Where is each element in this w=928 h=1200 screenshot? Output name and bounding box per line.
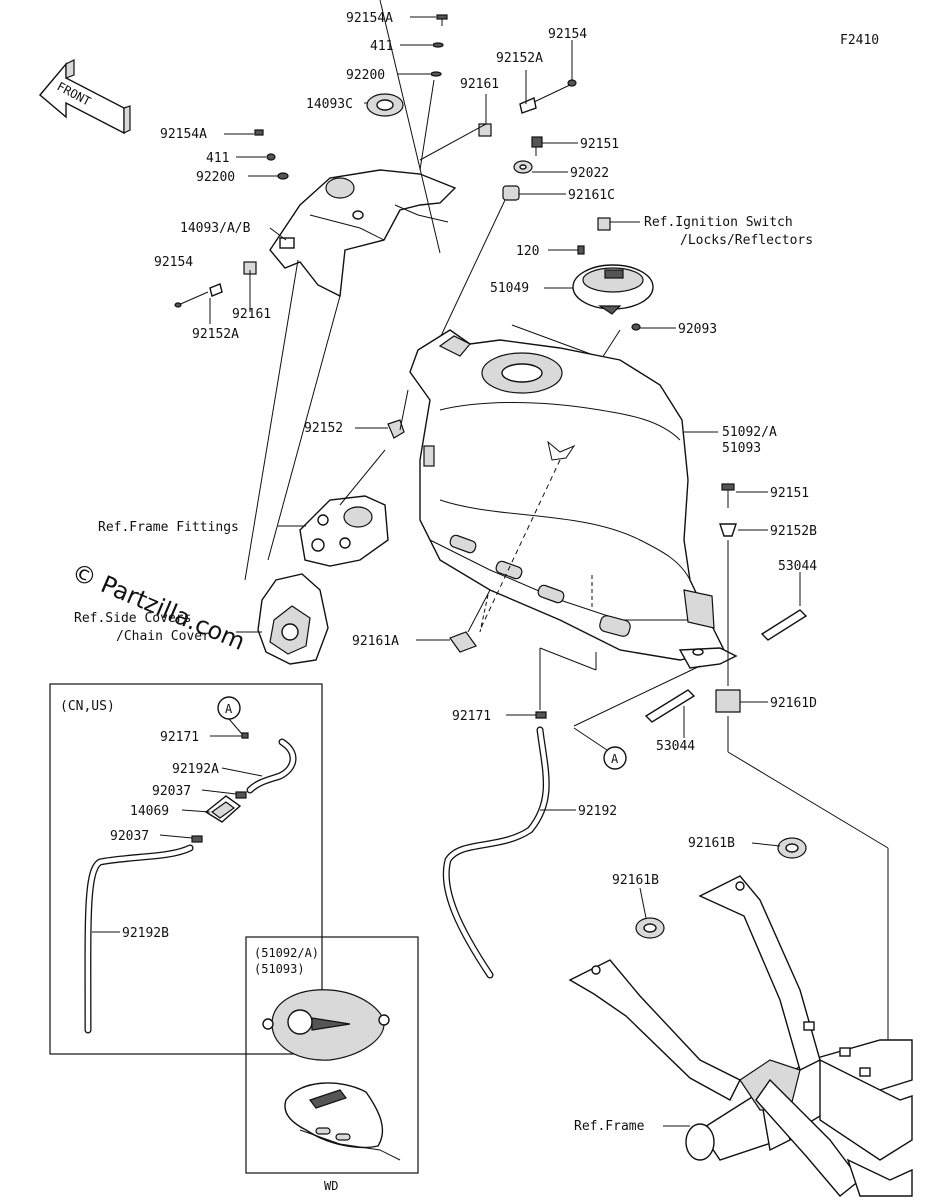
label-ref-ignition-2: /Locks/Reflectors [680, 233, 813, 248]
label-inset-92192A: 92192A [172, 762, 219, 777]
inset-tank-variants: (51092/A) (51093) WD [245, 936, 419, 1193]
figure-code: F2410 [840, 33, 879, 48]
label-92200-top: 92200 [346, 68, 385, 83]
label-92151-top: 92151 [580, 137, 619, 152]
inset-tank-line2: (51093) [254, 962, 305, 976]
label-92161D: 92161D [770, 696, 817, 711]
label-92093: 92093 [678, 322, 717, 337]
label-92171-main: 92171 [452, 709, 491, 724]
side-cover-bracket [236, 573, 329, 665]
label-120: 120 [516, 244, 539, 259]
label-92152A-top: 92152A [496, 51, 543, 66]
motorcycle-frame [568, 837, 913, 1197]
label-92161B-left: 92161B [612, 873, 659, 888]
label-14093AB: 14093/A/B [180, 221, 251, 236]
label-92161B-right: 92161B [688, 836, 735, 851]
label-inset-92192B: 92192B [122, 926, 169, 941]
inset-tank-line1: (51092/A) [254, 946, 319, 960]
label-51049: 51049 [490, 281, 529, 296]
tank-cover-assembly [174, 14, 611, 308]
inset-tank-frame [245, 936, 419, 1174]
label-92161A: 92161A [352, 634, 399, 649]
label-53044-right: 53044 [778, 559, 817, 574]
label-ref-side-covers-2: /Chain Cover [116, 629, 210, 644]
inset-tank-footer: WD [324, 1179, 338, 1193]
inset-cn-us: (CN,US) A [49, 683, 323, 1055]
label-411-top: 411 [370, 39, 393, 54]
frame-fittings-bracket [278, 449, 389, 567]
label-92200-left: 92200 [196, 170, 235, 185]
label-92192: 92192 [578, 804, 617, 819]
label-92154A-left: 92154A [160, 127, 207, 142]
inset-cn-us-title: (CN,US) [60, 699, 115, 714]
label-92151-right: 92151 [770, 486, 809, 501]
bolt-92152 [355, 389, 409, 439]
callout-a-main: A [573, 665, 701, 770]
label-92154A-top: 92154A [346, 11, 393, 26]
label-inset-92171: 92171 [160, 730, 199, 745]
label-inset-14069: 14069 [130, 804, 169, 819]
label-51093: 51093 [722, 441, 761, 456]
label-92022: 92022 [570, 166, 609, 181]
label-92154-left: 92154 [154, 255, 193, 270]
label-92161-top: 92161 [460, 77, 499, 92]
label-ref-frame-fittings: Ref.Frame Fittings [98, 520, 239, 535]
label-92161C: 92161C [568, 188, 615, 203]
svg-text:A: A [611, 752, 619, 766]
label-92154-top: 92154 [548, 27, 587, 42]
label-ref-ignition-1: Ref.Ignition Switch [644, 215, 793, 230]
label-ref-side-covers-1: Ref.Side Covers [74, 611, 191, 626]
label-51092A: 51092/A [722, 425, 777, 440]
drain-hose-92192 [442, 647, 597, 979]
inset-callout-a: A [225, 702, 233, 716]
front-arrow-icon: FRONT [39, 59, 131, 135]
label-14093C: 14093C [306, 97, 353, 112]
label-92152A-left: 92152A [192, 327, 239, 342]
fuel-tank [409, 329, 738, 669]
label-411-left: 411 [206, 151, 229, 166]
label-inset-92037-bottom: 92037 [110, 829, 149, 844]
label-92161-left: 92161 [232, 307, 271, 322]
right-hardware [644, 431, 889, 1080]
label-ref-frame: Ref.Frame [574, 1119, 645, 1134]
label-92152-mid: 92152 [304, 421, 343, 436]
label-92152B: 92152B [770, 524, 817, 539]
part-labels: 92154A 411 92200 14093C 92154A 411 92200… [74, 11, 817, 1134]
label-inset-92037-top: 92037 [152, 784, 191, 799]
pad-92161A [416, 589, 491, 653]
fuel-cap [572, 264, 654, 331]
inset-cn-us-frame [49, 683, 323, 1055]
label-53044-mid: 53044 [656, 739, 695, 754]
